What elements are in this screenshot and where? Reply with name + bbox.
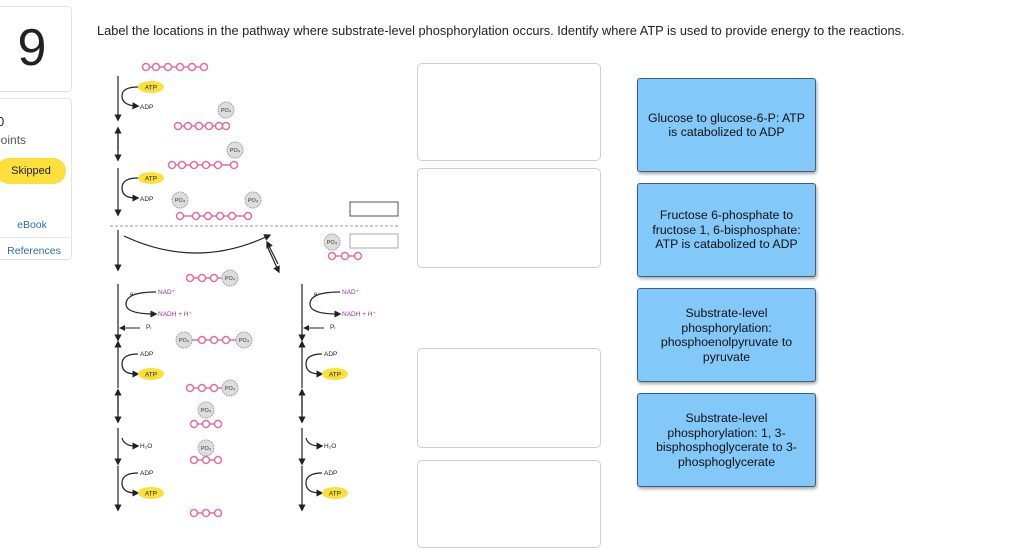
- points-label: points: [0, 133, 27, 147]
- question-prompt: Label the locations in the pathway where…: [97, 23, 905, 38]
- drop-zone-2[interactable]: [417, 168, 601, 268]
- svg-text:ATP: ATP: [145, 491, 157, 498]
- svg-text:ADP: ADP: [140, 470, 153, 477]
- label-f6p-to-fbp[interactable]: Fructose 6-phosphate to fructose 1, 6-bi…: [637, 183, 816, 277]
- nad-reduction-left: e⁻ NAD⁺ NADH + H⁺ Pᵢ: [114, 284, 193, 342]
- substrate-level-atp-right-1: ADP ATP: [298, 340, 348, 388]
- bisphosphoglycerate: PO₄ PO₄: [175, 331, 253, 349]
- cleavage-arrow: [123, 234, 272, 254]
- step1-atp-text: ATP: [145, 85, 157, 92]
- svg-text:PO₄: PO₄: [239, 338, 250, 344]
- svg-text:PO₄: PO₄: [201, 446, 212, 452]
- substrate-level-atp-right-2: ADP ATP: [298, 466, 348, 512]
- svg-text:NADH + H⁺: NADH + H⁺: [342, 311, 377, 318]
- svg-text:ATP: ATP: [145, 372, 157, 379]
- svg-text:Pᵢ: Pᵢ: [330, 324, 335, 331]
- svg-text:PO₄: PO₄: [248, 198, 259, 204]
- mini-drop-zone: [349, 201, 399, 217]
- pyruvate: [189, 508, 223, 518]
- water-release-right: H₂O: [298, 428, 336, 466]
- drop-zone-4[interactable]: [417, 460, 601, 548]
- label-bpg-to-3pg[interactable]: Substrate-level phosphorylation: 1, 3-bi…: [637, 393, 816, 487]
- rail-divider: [0, 237, 70, 238]
- substrate-level-atp-left-1: ADP ATP: [114, 340, 164, 388]
- g3p-left: PO₄: [185, 269, 239, 287]
- glycolysis-pathway-diagram: ATP ADP PO₄ PO₄ ATP ADP PO: [110, 62, 400, 518]
- phosphoenolpyruvate: PO₄: [189, 439, 223, 465]
- svg-text:ATP: ATP: [329, 491, 341, 498]
- svg-text:PO₄: PO₄: [230, 148, 241, 154]
- mini-drop-zone: [349, 233, 399, 249]
- svg-text:H₂O: H₂O: [140, 443, 152, 450]
- ebook-link[interactable]: eBook: [17, 219, 47, 231]
- nad-text: NAD⁺: [158, 289, 176, 296]
- glucose-6-phosphate: PO₄: [173, 101, 235, 131]
- substrate-level-atp-left-2: ADP ATP: [114, 466, 164, 512]
- svg-text:PO₄: PO₄: [179, 338, 190, 344]
- glucose-carbon-chain: [141, 62, 209, 72]
- svg-text:ATP: ATP: [329, 372, 341, 379]
- question-number-box: [0, 6, 72, 92]
- status-badge: Skipped: [0, 158, 66, 184]
- water-release-left: H₂O: [114, 428, 152, 466]
- points-panel: [0, 98, 72, 260]
- svg-text:PO₄: PO₄: [225, 386, 236, 392]
- svg-text:H₂O: H₂O: [324, 443, 336, 450]
- label-pep-to-pyruvate[interactable]: Substrate-level phosphorylation: phospho…: [637, 288, 816, 382]
- references-link[interactable]: References: [7, 245, 61, 257]
- svg-text:ADP: ADP: [324, 351, 337, 358]
- svg-text:PO₄: PO₄: [201, 408, 212, 414]
- svg-text:Pᵢ: Pᵢ: [146, 324, 151, 331]
- nadh-text: NADH + H⁺: [158, 311, 193, 318]
- svg-text:PO₄: PO₄: [225, 276, 236, 282]
- question-number: 9: [17, 19, 47, 77]
- svg-text:PO₄: PO₄: [327, 240, 338, 246]
- label-glucose-to-g6p[interactable]: Glucose to glucose-6-P: ATP is cataboliz…: [637, 78, 816, 172]
- svg-text:PO₄: PO₄: [221, 108, 232, 114]
- fructose-6-phosphate: PO₄: [167, 141, 244, 170]
- points-value: 0: [0, 114, 5, 129]
- drop-zone-1[interactable]: [417, 63, 601, 161]
- dhap-molecule: PO₄: [323, 233, 363, 261]
- nad-reduction-right: e⁻ NAD⁺ NADH + H⁺ Pᵢ: [298, 284, 377, 342]
- step3-atp-consumption: ATP ADP: [114, 168, 164, 217]
- svg-text:ADP: ADP: [324, 470, 337, 477]
- drop-zone-3[interactable]: [417, 348, 601, 448]
- svg-text:NAD⁺: NAD⁺: [342, 289, 360, 296]
- step1-atp-consumption: ATP ADP: [114, 76, 164, 122]
- fructose-bisphosphate: PO₄ PO₄: [171, 191, 262, 221]
- step1-adp-text: ADP: [140, 104, 153, 111]
- two-phosphoglycerate: PO₄: [189, 401, 223, 429]
- phosphoglycerate: PO₄: [185, 379, 239, 397]
- svg-text:PO₄: PO₄: [175, 198, 186, 204]
- svg-text:ADP: ADP: [140, 351, 153, 358]
- step3-adp-text: ADP: [140, 196, 153, 203]
- step3-atp-text: ATP: [145, 176, 157, 183]
